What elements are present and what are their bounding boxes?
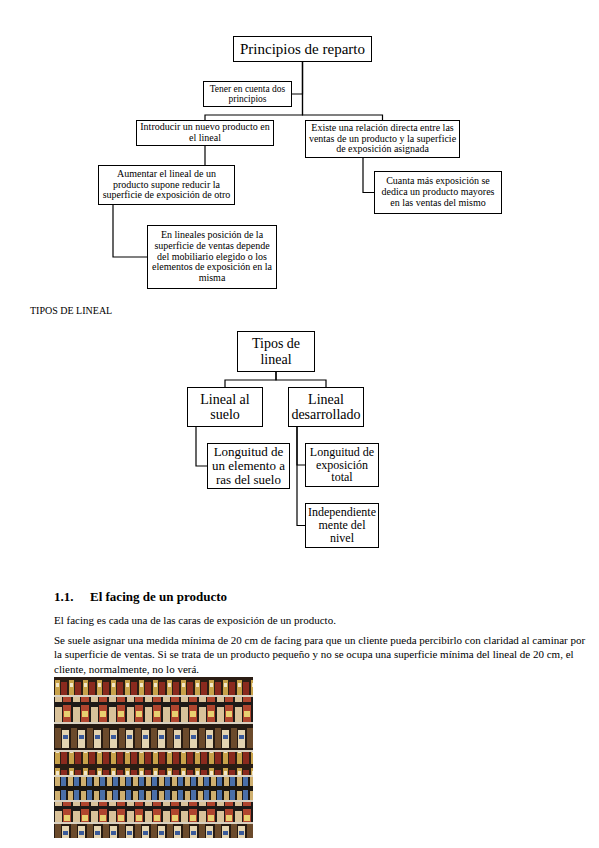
shelf-row: [54, 677, 253, 695]
box-text: En lineales posición de la superficie de…: [150, 230, 274, 284]
box-text: Longuitud de exposición total: [308, 446, 376, 485]
body-text: El facing es cada una de las caras de ex…: [54, 613, 584, 627]
text-box: Independiente mente del nivel: [305, 503, 379, 548]
text-box: Introducir un nuevo producto en el linea…: [136, 120, 274, 146]
shelf-row: [54, 824, 253, 838]
text-box: Tipos de lineal: [237, 331, 315, 372]
text-box: Tener en cuenta dos principios: [203, 81, 292, 107]
text-box: Lineal al suelo: [187, 387, 263, 427]
shelf-edge: [54, 722, 253, 724]
connector-line: [292, 62, 303, 94]
body-text: TIPOS DE LINEAL: [30, 304, 230, 317]
text-box: En lineales posición de la superficie de…: [147, 225, 277, 289]
shelf-row: [54, 724, 253, 750]
connector-line: [196, 427, 207, 466]
box-text: Lineal al suelo: [190, 392, 260, 422]
text-box: Longuitud de un elemento a ras del suelo: [207, 443, 290, 489]
connector-line: [297, 427, 305, 526]
text-box: Aumentar el lineal de un producto supone…: [98, 165, 235, 205]
box-text: Principios de reparto: [236, 41, 369, 57]
connector-line: [303, 62, 383, 120]
shelf-row: [54, 697, 253, 722]
connector-line: [225, 372, 276, 387]
box-text: Lineal desarrollado: [291, 392, 361, 422]
shelf-edge: [54, 822, 253, 824]
connector-line: [276, 372, 326, 387]
shelf-edge: [54, 775, 253, 777]
text-box: Lineal desarrollado: [288, 387, 364, 427]
box-text: Tipos de lineal: [240, 336, 312, 366]
shelf-row: [54, 777, 253, 800]
text-box: Existe una relación directa entre las ve…: [305, 120, 460, 158]
section-heading: 1.1.: [54, 589, 94, 606]
connector-line: [113, 205, 147, 257]
box-text: Longuitud de un elemento a ras del suelo: [210, 445, 287, 487]
box-text: Independiente mente del nivel: [308, 506, 376, 545]
shelf-row: [54, 802, 253, 822]
box-text: Tener en cuenta dos principios: [206, 84, 289, 105]
body-text: Se suele asignar una medida mínima de 20…: [54, 633, 589, 676]
shelf-row: [54, 752, 253, 775]
connector-line: [363, 158, 374, 193]
connector-line: [297, 427, 305, 465]
shelf-photo: [54, 677, 253, 838]
shelf-edge: [54, 800, 253, 802]
text-box: Cuanta más exposición se dedica un produ…: [374, 171, 502, 214]
shelf-edge: [54, 750, 253, 752]
photo-background: [54, 677, 253, 838]
shelf-edge: [54, 695, 253, 697]
box-text: Aumentar el lineal de un producto supone…: [101, 169, 232, 201]
section-heading: El facing de un producto: [90, 589, 390, 606]
text-box: Longuitud de exposición total: [305, 443, 379, 487]
box-text: Introducir un nuevo producto en el linea…: [139, 122, 271, 144]
text-box: Principios de reparto: [233, 36, 372, 62]
box-text: Existe una relación directa entre las ve…: [308, 123, 457, 155]
box-text: Cuanta más exposición se dedica un produ…: [377, 176, 499, 208]
connector-line: [204, 146, 205, 165]
